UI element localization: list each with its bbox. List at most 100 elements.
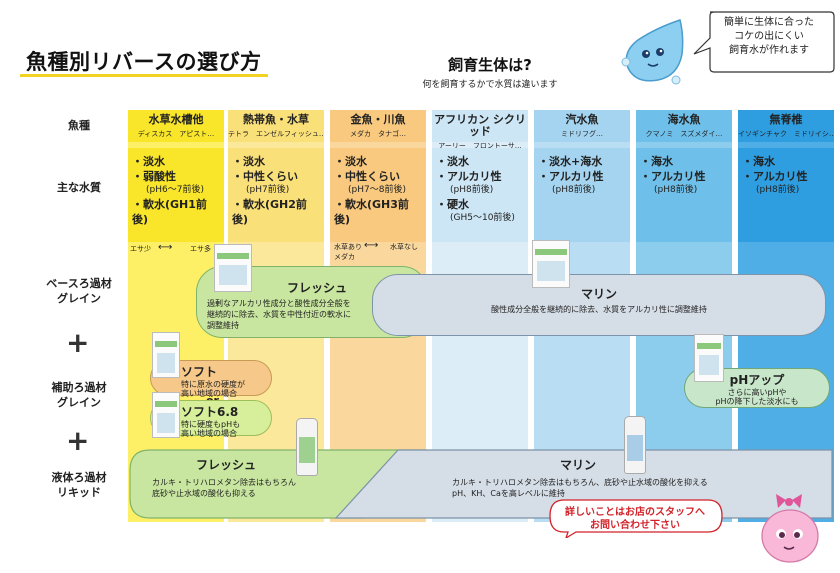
- row-label-aux-filter: 補助ろ過材 グレイン: [51, 381, 107, 409]
- column-header: 金魚・川魚メダカ タナゴ…: [330, 110, 426, 142]
- column-water-quality: ・淡水・弱酸性 (pH6〜7前後) ・軟水(GH1前後): [128, 148, 224, 242]
- base-marine-capsule[interactable]: マリン 酸性成分全般を継続的に除去、水質をアルカリ性に調整維持: [372, 274, 826, 336]
- liquid-marine-text: マリン カルキ・トリハロメタン除去はもちろん、底砂や止水域の酸化を抑える pH、…: [452, 456, 752, 499]
- column-header: 汽水魚ミドリフグ…: [534, 110, 630, 142]
- water-quality-line: ・アルカリ性: [640, 170, 706, 183]
- reborn-grain-package-icon: [532, 240, 570, 288]
- staff-note-bubble: [549, 499, 723, 538]
- column-fish-name: 無脊椎: [769, 113, 803, 126]
- reborn-liquid-bottle-icon: [296, 418, 318, 476]
- reborn-grain-package-icon: [214, 244, 252, 292]
- base-marine-desc: 酸性成分全般を継続的に除去、水質をアルカリ性に調整維持: [491, 305, 707, 314]
- column-fish-name: 金魚・川魚: [350, 113, 406, 126]
- water-quality-line: ・軟水(GH1前後): [132, 198, 207, 226]
- column-header: 海水魚クマノミ スズメダイ…: [636, 110, 732, 142]
- bubble-line: 簡単に生体に合った: [724, 17, 814, 28]
- blue-water-drop-mascot-icon: [621, 19, 684, 85]
- title-underline: [20, 74, 268, 77]
- water-quality-line: (pH8前後): [756, 185, 800, 195]
- liquid-fresh-desc: カルキ・トリハロメタン除去はもちろん 底砂や止水域の酸化も抑える: [152, 478, 296, 498]
- reborn-grain-package-icon: [152, 332, 180, 378]
- staff-note: 詳しいことはお店のスタッフへ お問い合わせ下さい: [565, 507, 705, 531]
- question-sub: 何を飼育するかで水質は違います: [422, 80, 558, 90]
- column-fish-examples: メダカ タナゴ…: [350, 130, 406, 138]
- water-quality-line: ・中性くらい: [232, 170, 298, 183]
- water-quality-line: ・硬水: [436, 198, 469, 211]
- column-header: 熱帯魚・水草テトラ エンゼルフィッシュ…: [228, 110, 324, 142]
- liquid-fresh-text: フレッシュ カルキ・トリハロメタン除去はもちろん 底砂や止水域の酸化も抑える: [152, 456, 382, 499]
- plus-sign: +: [66, 424, 90, 457]
- column-water-quality: ・淡水+海水・アルカリ性 (pH8前後): [534, 148, 630, 242]
- water-quality-line: ・中性くらい: [334, 170, 400, 183]
- column-header: 無脊椎イソギンチャク ミドリイシ…: [738, 110, 834, 142]
- column-fish-examples: アーリー フロントーサ…: [438, 142, 522, 150]
- column-fish-name: 汽水魚: [565, 113, 599, 126]
- column-fish-examples: ディスカス アピスト…: [137, 130, 215, 138]
- water-quality-line: (pH7〜8前後): [348, 185, 406, 195]
- column-fish-examples: ミドリフグ…: [561, 130, 603, 138]
- scale-feed: エサ少 ⟷ エサ多: [130, 242, 211, 254]
- water-quality-line: ・海水: [640, 155, 673, 168]
- water-quality-line: ・アルカリ性: [538, 170, 604, 183]
- page-title: 魚種別リバースの選び方: [26, 50, 262, 74]
- column-water-quality: ・淡水・アルカリ性(pH8前後)・硬水(GH5〜10前後): [432, 148, 528, 242]
- water-quality-line: ・淡水: [334, 155, 367, 168]
- double-arrow-icon: ⟷: [158, 242, 173, 253]
- reborn-liquid-bottle-icon: [624, 416, 646, 474]
- base-fresh-desc: 過剰なアルカリ性成分と酸性成分全般を 継続的に除去、水質を中性付近の軟水に 調整…: [207, 299, 351, 330]
- bubble-line: 飼育水が作れます: [729, 45, 809, 56]
- column-fish-examples: イソギンチャク ミドリイシ…: [738, 130, 834, 138]
- ph-up-name: pHアップ: [729, 373, 785, 387]
- liquid-fresh-name: フレッシュ: [196, 458, 257, 472]
- soft68-name: ソフト6.8: [181, 405, 239, 419]
- water-quality-line: (pH7前後): [246, 185, 290, 195]
- soft-desc: 特に原水の硬度が 高い地域の場合: [181, 380, 245, 398]
- water-quality-line: ・アルカリ性: [436, 170, 502, 183]
- soft-capsule[interactable]: ソフト 特に原水の硬度が 高い地域の場合: [150, 360, 272, 398]
- water-quality-line: ・淡水+海水: [538, 155, 603, 168]
- column-fish-name: 水草水槽他: [148, 113, 204, 126]
- liquid-marine-name: マリン: [560, 458, 597, 472]
- liquid-marine-desc: カルキ・トリハロメタン除去はもちろん、底砂や止水域の酸化を抑える pH、KH、C…: [452, 478, 708, 498]
- column-header: アフリカン シクリッドアーリー フロントーサ…: [432, 110, 528, 150]
- column-water-quality: ・海水・アルカリ性 (pH8前後): [738, 148, 834, 242]
- pink-mascot-icon: [761, 494, 819, 563]
- water-quality-line: ・海水: [742, 155, 775, 168]
- water-quality-line: ・淡水: [232, 155, 265, 168]
- question-header: 飼育生体は? 何を飼育するかで水質は違います: [380, 54, 600, 90]
- water-quality-line: ・軟水(GH3前後): [334, 198, 409, 226]
- water-quality-line: (pH8前後): [654, 185, 698, 195]
- reborn-grain-package-icon: [152, 392, 180, 438]
- question-main: 飼育生体は?: [448, 56, 532, 74]
- water-quality-line: (pH6〜7前後): [146, 185, 204, 195]
- water-quality-line: ・弱酸性: [132, 170, 176, 183]
- soft-name: ソフト: [181, 365, 218, 379]
- bubble-text: 簡単に生体に合った コケの出にくい 飼育水が作れます: [706, 16, 832, 58]
- base-fresh-name: フレッシュ: [286, 281, 347, 295]
- column-fish-examples: テトラ エンゼルフィッシュ…: [228, 130, 324, 138]
- water-quality-line: ・アルカリ性: [742, 170, 808, 183]
- water-quality-line: (pH8前後): [450, 185, 494, 195]
- double-arrow-icon: ⟷: [364, 240, 379, 251]
- water-quality-line: (pH8前後): [552, 185, 596, 195]
- column-water-quality: ・淡水・中性くらい (pH7〜8前後) ・軟水(GH3前後): [330, 148, 426, 242]
- water-quality-line: ・淡水: [436, 155, 469, 168]
- column-water-quality: ・淡水・中性くらい (pH7前後) ・軟水(GH2前後): [228, 148, 324, 242]
- row-label-water: 主な水質: [57, 181, 101, 194]
- column-fish-examples: クマノミ スズメダイ…: [645, 130, 723, 138]
- row-label-fish: 魚種: [68, 119, 90, 132]
- column-water-quality: ・海水・アルカリ性 (pH8前後): [636, 148, 732, 242]
- reborn-grain-package-icon: [694, 334, 724, 382]
- scale-plants: 水草あり メダカ ⟷ 水草なし: [334, 240, 418, 262]
- speech-bubble: [693, 11, 835, 73]
- row-label-base-filter: ベースろ過材 グレイン: [46, 277, 112, 305]
- row-label-liquid-filter: 液体ろ過材 リキッド: [51, 471, 107, 499]
- ph-up-desc: さらに高いpHや pHの降下した淡水にも: [715, 388, 799, 406]
- water-quality-line: ・淡水: [132, 155, 165, 168]
- column-header: 水草水槽他ディスカス アピスト…: [128, 110, 224, 142]
- water-quality-line: ・軟水(GH2前後): [232, 198, 307, 226]
- column-fish-name: アフリカン シクリッド: [434, 113, 526, 138]
- plus-sign: +: [66, 326, 90, 359]
- bubble-line: コケの出にくい: [734, 31, 804, 42]
- base-marine-name: マリン: [580, 287, 617, 301]
